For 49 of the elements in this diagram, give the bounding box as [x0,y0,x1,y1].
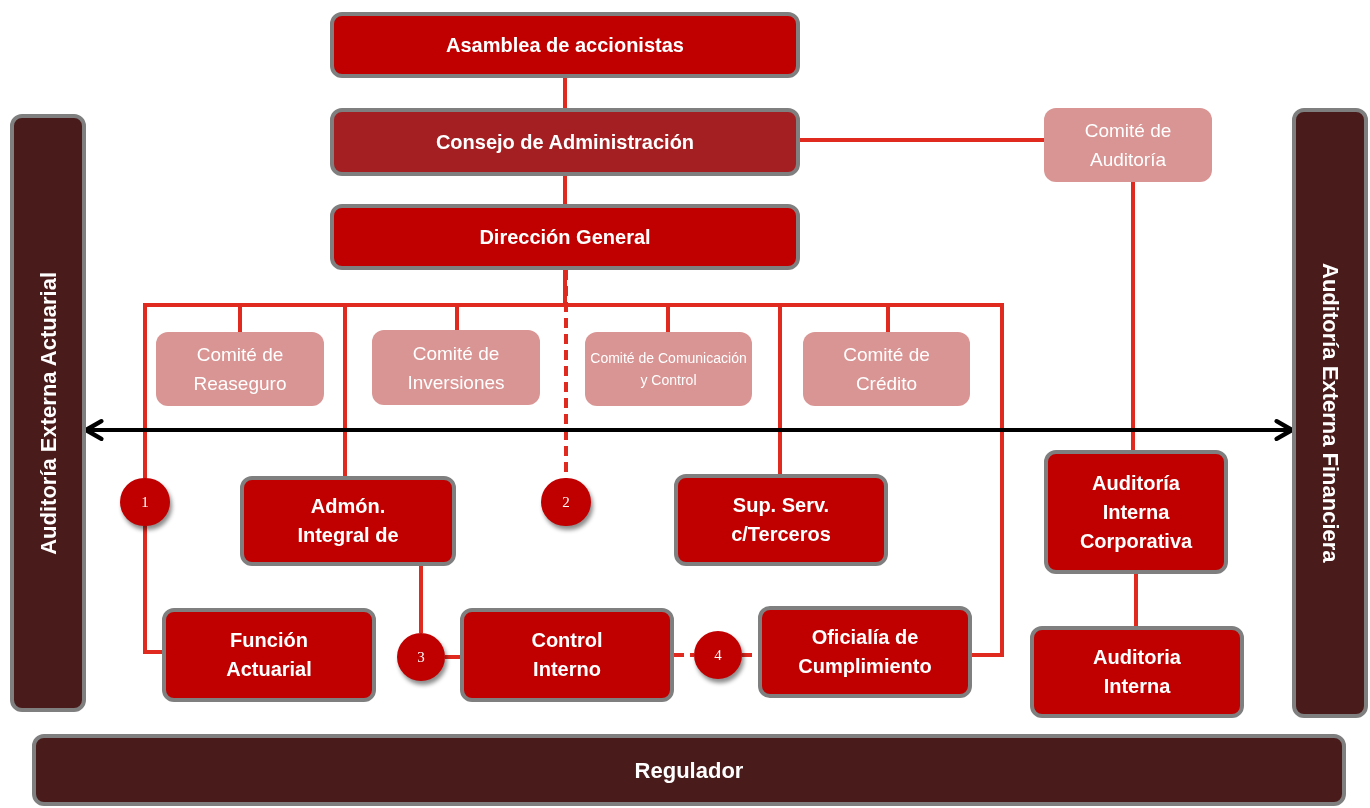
connector-line [419,566,423,633]
bottom-band [32,734,1346,806]
org-box [330,108,800,176]
committee-box [803,332,970,406]
box-label: Comité de Reaseguro [192,343,288,396]
org-box [240,476,456,566]
org-box [460,608,674,702]
box-label: Oficialía de Cumplimiento [797,625,933,679]
box-label: Regulador [634,756,744,785]
org-box [758,606,972,698]
box-label: Auditoria Interna [1092,645,1182,699]
box-label: 3 [417,647,425,667]
side-band [10,114,86,712]
org-box [162,608,376,702]
box-label: Sup. Serv. c/Terceros [730,493,832,547]
box-label: Dirección General [478,224,652,250]
connector-line [1131,182,1135,450]
connector-line [800,138,1044,142]
box-label: Auditoría Externa Financiera [1316,263,1344,563]
box-label: Comité de Comunicación y Control [589,349,748,390]
box-label: Control Interno [530,628,604,682]
box-label: Comité de Crédito [842,343,931,396]
org-box [1044,450,1228,574]
box-label: Consejo de Administración [434,129,696,155]
connector-line [1134,574,1138,626]
committee-box [156,332,324,406]
box-label: Admón. Integral de [296,494,400,548]
connector-line [563,176,567,204]
connector-line [445,655,460,659]
box-label: Asamblea de accionistas [445,32,685,58]
org-box [1030,626,1244,718]
box-label: Auditoría Externa Actuarial [34,271,62,555]
connector-line [143,526,162,654]
box-label: 2 [562,492,570,512]
box-label: Comité de Auditoría [1083,119,1173,172]
committee-box [1044,108,1212,182]
connector-line [563,78,567,108]
org-box [330,12,800,78]
box-label: Auditoría Interna Corporativa [1078,470,1194,554]
committee-box [372,330,540,405]
org-box [330,204,800,270]
side-band [1292,108,1368,718]
connector-line [674,653,694,657]
box-label: Comité de Inversiones [406,341,506,395]
org-box [674,474,888,566]
committee-box [585,332,752,406]
box-label: 1 [141,492,149,512]
box-label: Función Actuarial [225,628,313,682]
box-label: 4 [714,645,722,665]
